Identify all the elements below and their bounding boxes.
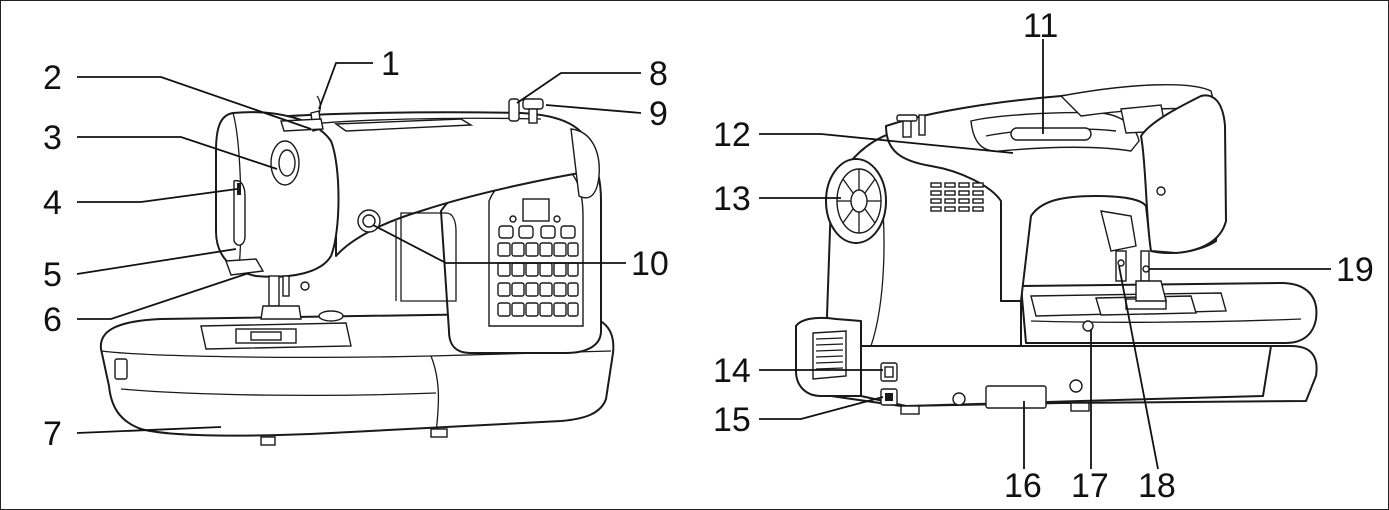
rear-side-panel: [860, 345, 1272, 407]
leader-5: [76, 248, 237, 275]
leader-3: [77, 136, 278, 170]
callout-17: 17: [1071, 467, 1109, 505]
callout-16: 16: [1004, 467, 1042, 505]
callout-numbers: 1 2 3 4 5 6 7 8 9 10 11 12 13 14 15 16 1…: [43, 7, 1374, 505]
leader-10: [372, 224, 626, 264]
callout-11: 11: [1023, 7, 1058, 45]
rear-vent-grille: [930, 182, 984, 212]
needle-bar: [1100, 210, 1167, 302]
presser-foot: [260, 275, 310, 320]
callout-15: 15: [713, 401, 751, 439]
panel-buttons: [497, 215, 579, 317]
callout-3: 3: [43, 119, 62, 157]
leader-lines: [76, 39, 1331, 470]
spool-pin: [508, 98, 520, 122]
foot-controller-jack: [1082, 320, 1094, 332]
leader-4: [77, 188, 238, 203]
machine-head: [215, 111, 340, 278]
bobbin-winder-slot: [233, 179, 246, 246]
leader-9: [545, 104, 642, 114]
leader-15: [759, 396, 884, 420]
hand-wheel-front: [825, 158, 887, 244]
callout-10: 10: [631, 245, 669, 283]
callout-2: 2: [43, 59, 62, 97]
callout-19: 19: [1336, 251, 1374, 289]
leader-18: [1118, 265, 1159, 470]
leader-1: [318, 62, 373, 110]
leader-2: [77, 76, 312, 130]
callout-8: 8: [649, 55, 668, 93]
callout-13: 13: [713, 180, 751, 218]
callout-4: 4: [43, 184, 62, 222]
callout-5: 5: [43, 256, 62, 294]
callout-9: 9: [649, 95, 668, 133]
hand-wheel: [570, 128, 600, 199]
leader-6: [77, 272, 250, 320]
leader-12: [759, 133, 1014, 154]
callout-7: 7: [43, 415, 62, 453]
side-vent: [812, 330, 847, 380]
sewing-machine-front-view: [99, 95, 615, 446]
lcd-display: [522, 198, 550, 222]
bobbin-winder: [522, 98, 544, 110]
callout-14: 14: [713, 352, 751, 390]
stitch-dial: [270, 140, 300, 186]
callout-12: 12: [713, 116, 751, 154]
rating-label: [985, 385, 1047, 409]
callout-1: 1: [381, 45, 400, 83]
leader-7: [76, 426, 222, 434]
leader-8: [516, 72, 641, 104]
reverse-button: [357, 209, 381, 233]
callout-18: 18: [1138, 467, 1176, 505]
callout-6: 6: [43, 301, 62, 339]
sewing-machine-rear-view: [795, 84, 1318, 415]
